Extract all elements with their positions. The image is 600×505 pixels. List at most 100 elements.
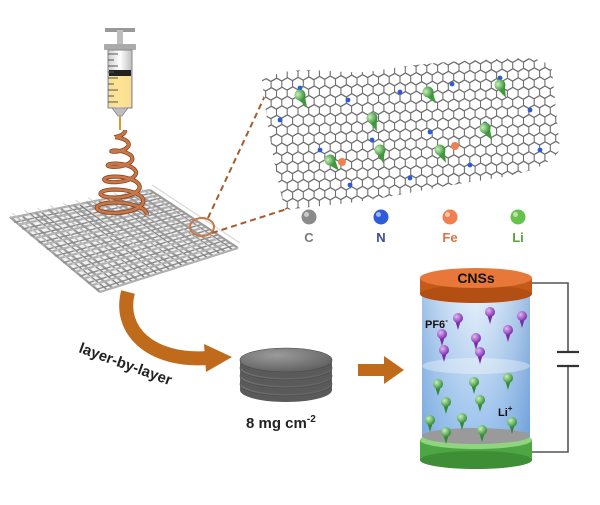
pf6-ion-sphere (471, 333, 481, 343)
legend-label: Fe (442, 230, 457, 245)
element-legend: C N Fe Li (301, 209, 526, 245)
base-electrode-bottom (420, 451, 532, 469)
li-ion (477, 425, 487, 442)
zoom-circle (189, 217, 215, 237)
battery-cell: CNSs PF6- Li+ (420, 268, 579, 469)
syringe-plunger-rod (117, 30, 123, 48)
lithium-ion-sphere (434, 144, 446, 156)
cation-symbol: Li (498, 407, 508, 419)
pf6-ion-sphere (517, 311, 527, 321)
li-ion-sphere (503, 373, 513, 383)
li-ion-sphere (441, 397, 451, 407)
li-ion (441, 397, 451, 414)
li-ion (503, 373, 513, 390)
pf6-ion-sphere (485, 307, 495, 317)
mesh-filament (111, 196, 201, 261)
mesh-filament-upper (88, 197, 178, 264)
li-ion-sphere (475, 395, 485, 405)
nitrogen-atom (317, 147, 323, 153)
pf6-ion (475, 347, 485, 364)
mesh-filament-upper (100, 194, 191, 260)
pf6-ion-sphere (503, 325, 513, 335)
li-ion-sphere (477, 425, 487, 435)
lithium-ion-sphere (422, 86, 434, 98)
li-ion (457, 413, 467, 430)
process-arrow-head (204, 344, 232, 372)
syringe-flange (104, 44, 136, 50)
pf6-ion (439, 345, 449, 362)
spiral-filament (95, 130, 149, 216)
cap-top (420, 268, 532, 288)
pf6-ion (471, 333, 481, 350)
li-ion (433, 379, 443, 396)
circuit-wire-bottom (532, 366, 569, 453)
li-ion-sphere (433, 379, 443, 389)
circuit-wire-top (528, 282, 569, 352)
lithium-ion (294, 89, 307, 108)
legend-label: Li (512, 230, 524, 245)
lithium-ion-sphere (494, 79, 506, 91)
legend-swatch (510, 209, 526, 225)
disc-layer (239, 347, 333, 378)
li-ion (425, 415, 435, 432)
nitrogen-atom (407, 175, 413, 181)
graphene-sheet (262, 58, 560, 210)
sheet-dopants (277, 75, 543, 188)
copper-spiral (94, 130, 150, 216)
nitrogen-atom (369, 137, 375, 143)
loading-value: 8 mg cm (246, 415, 307, 432)
anion-charge: - (445, 316, 448, 325)
legend-swatch (373, 209, 389, 225)
pf6-ion-sphere (453, 313, 463, 323)
li-ion-sphere (457, 413, 467, 423)
pf6-ion (453, 313, 463, 330)
legend-label: N (376, 230, 385, 245)
mesh-filament (47, 208, 139, 281)
ions (425, 307, 527, 444)
cation-charge: + (508, 404, 513, 413)
lithium-ion-sphere (324, 154, 336, 166)
cap-label: CNSs (457, 270, 495, 286)
mesh-filament-upper (62, 202, 153, 272)
cation-label: Li+ (498, 404, 513, 419)
anion-label: PF6- (425, 316, 448, 331)
li-ion-sphere (441, 427, 451, 437)
anion-symbol: PF6 (425, 319, 445, 331)
li-ion-sphere (469, 377, 479, 387)
mesh-filament (136, 192, 227, 253)
syringe-needle (119, 116, 121, 130)
nitrogen-atom (537, 147, 543, 153)
mesh-filament-upper (24, 209, 115, 284)
mesh-filament (149, 189, 239, 249)
legend-swatch (442, 209, 458, 225)
zoom-line-top (207, 84, 271, 219)
legend-item-n: N (373, 209, 389, 245)
iron-atom (338, 158, 346, 166)
nitrogen-atom (497, 75, 503, 81)
legend-item-c: C (301, 209, 317, 245)
nitrogen-atom (297, 85, 303, 91)
mesh-filament (9, 216, 101, 293)
stacked-discs (239, 347, 333, 402)
nitrogen-atom (345, 97, 351, 103)
lithium-ion (422, 86, 437, 104)
lithium-ion (366, 112, 378, 132)
mesh-filament-upper (37, 207, 128, 280)
mesh-filament (95, 244, 235, 291)
printed-mesh (9, 184, 241, 294)
mesh-filament (34, 212, 126, 285)
cns-bottom-layer (422, 428, 530, 444)
nitrogen-atom (467, 162, 473, 168)
legend-swatch-highlight (376, 212, 381, 217)
nitrogen-atom (397, 89, 403, 95)
lithium-ion-sphere (294, 89, 306, 101)
syringe-nozzle (111, 107, 129, 117)
loading-label: 8 mg cm-2 (246, 414, 316, 432)
pf6-ion-sphere (439, 345, 449, 355)
pf6-ion-sphere (437, 329, 447, 339)
mesh-filament-upper (151, 184, 241, 244)
pf6-ion (503, 325, 513, 342)
separator (422, 358, 530, 374)
assembly-arrow-head (384, 356, 404, 384)
